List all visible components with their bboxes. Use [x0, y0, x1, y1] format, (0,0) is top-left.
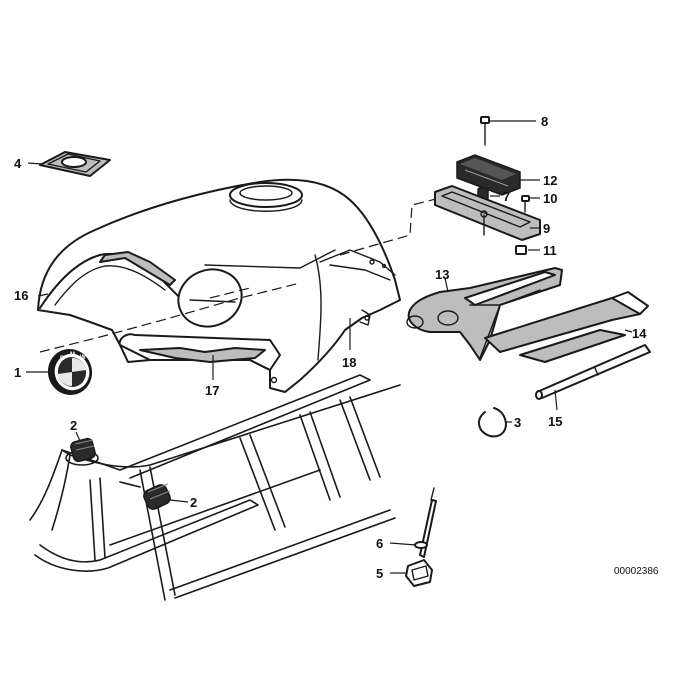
callout-16: 16 — [14, 288, 28, 303]
sensor-rod-6 — [414, 487, 437, 558]
callout-12: 12 — [543, 173, 557, 188]
callout-11: 11 — [543, 243, 557, 258]
connector-block-12 — [456, 154, 521, 196]
circlip-3 — [478, 407, 507, 438]
rubber-buffer-upper — [70, 437, 96, 463]
assembly-line-upper — [39, 282, 301, 353]
callout-9: 9 — [543, 221, 550, 236]
callout-5: 5 — [376, 566, 383, 581]
rod-15 — [535, 344, 651, 400]
callout-7: 7 — [503, 189, 510, 204]
callout-10: 10 — [543, 191, 557, 206]
nut-11 — [515, 245, 527, 255]
callout-8: 8 — [541, 114, 548, 129]
rubber-buffer-lower — [143, 483, 171, 510]
emblem-letter-w: W — [80, 355, 86, 361]
sensor-nut-5 — [405, 559, 433, 587]
callout-2-lower: 2 — [190, 495, 197, 510]
callout-6: 6 — [376, 536, 383, 551]
emblem-letter-b: B — [60, 356, 65, 362]
callout-1: 1 — [14, 365, 21, 380]
frame — [29, 374, 401, 601]
bracket-plate-9 — [434, 185, 541, 241]
emblem-letter-m: M — [70, 352, 75, 358]
callout-2-upper: 2 — [70, 418, 77, 433]
housing-13 — [406, 267, 563, 361]
callout-15: 15 — [548, 414, 562, 429]
callout-4: 4 — [14, 156, 22, 171]
screw-10 — [521, 195, 530, 213]
callout-14: 14 — [632, 326, 647, 341]
callout-13: 13 — [435, 267, 449, 282]
diagram-reference-code: 00002386 — [614, 566, 659, 577]
gasket-plate — [39, 151, 111, 177]
callout-3: 3 — [514, 415, 521, 430]
callout-18: 18 — [342, 355, 356, 370]
tank-cover — [37, 178, 401, 393]
screw-8 — [480, 116, 490, 146]
callout-17: 17 — [205, 383, 219, 398]
tool-tray-14 — [484, 291, 649, 363]
bmw-emblem: B M W — [47, 349, 93, 395]
assembly-line-right — [339, 197, 441, 256]
